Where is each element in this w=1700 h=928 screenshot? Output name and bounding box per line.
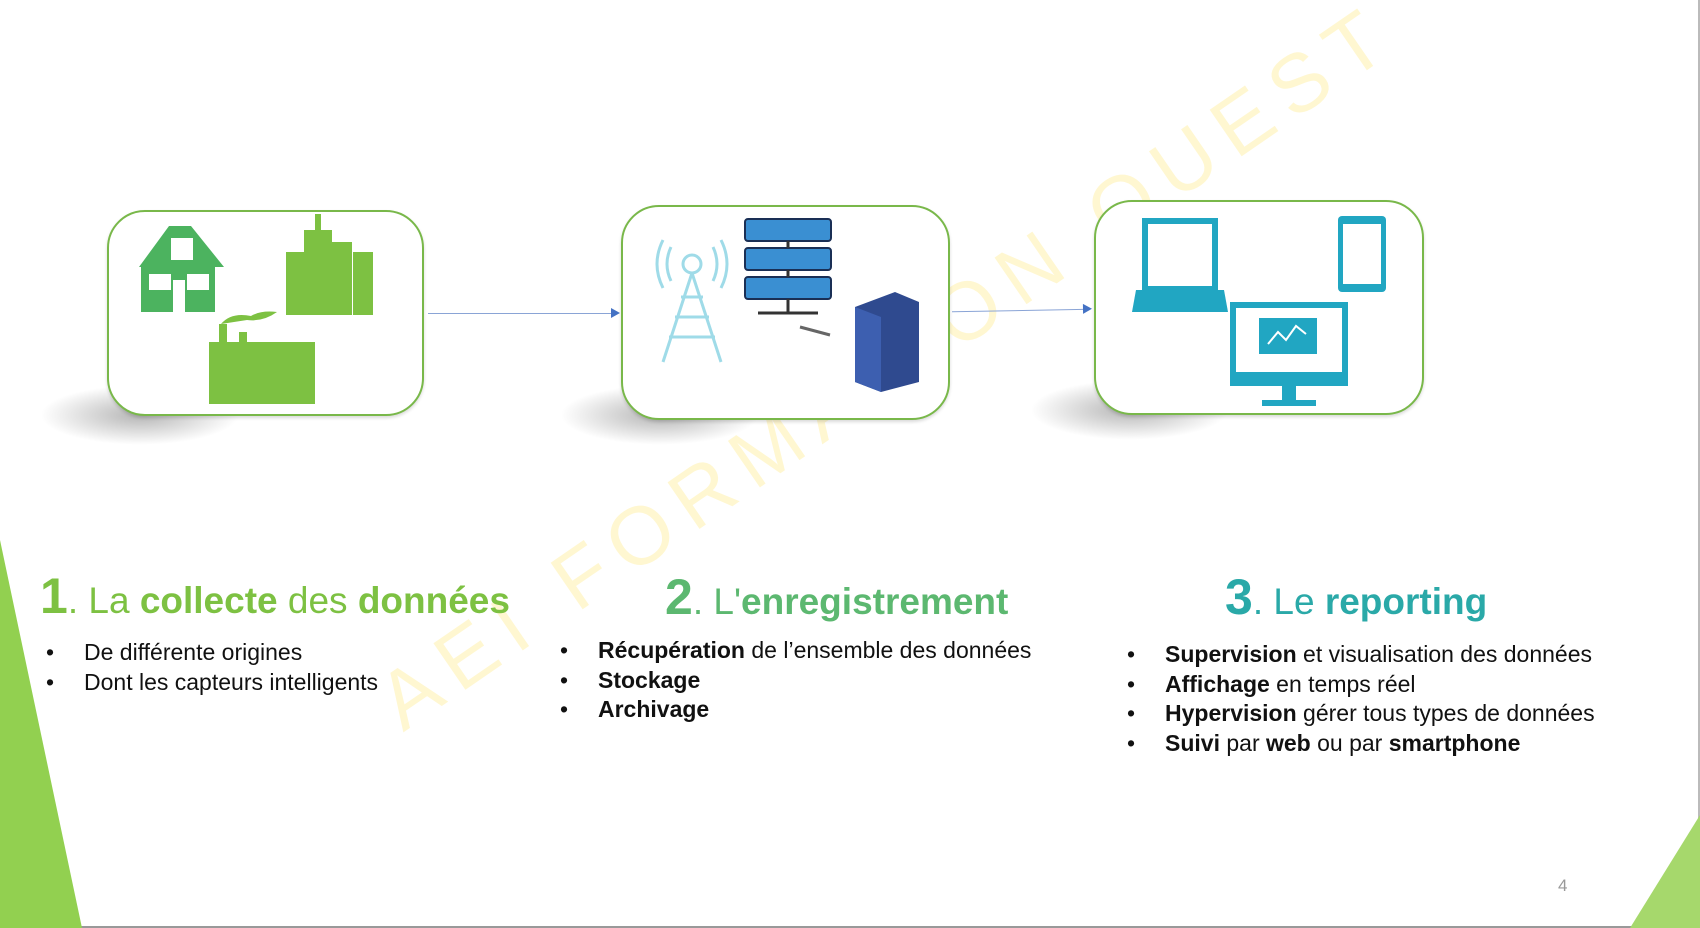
page-number: 4 bbox=[1558, 876, 1568, 895]
list-item: Dont les capteurs intelligents bbox=[46, 668, 378, 698]
decor-triangle-left bbox=[0, 540, 82, 928]
title-text: La bbox=[88, 580, 140, 621]
title-text: . bbox=[692, 581, 714, 622]
list-item: Suivi par web ou par smartphone bbox=[1127, 729, 1595, 759]
list-item: Supervision et visualisation des données bbox=[1127, 640, 1595, 670]
title-text: des bbox=[277, 580, 358, 621]
title-text: enregistrement bbox=[741, 581, 1009, 622]
title-text: L' bbox=[713, 581, 742, 622]
title-text: reporting bbox=[1324, 581, 1488, 622]
list-item: Affichage en temps réel bbox=[1127, 670, 1595, 700]
storage-box bbox=[621, 205, 950, 420]
step-2-title: 2. L'enregistrement bbox=[665, 568, 1008, 626]
list-item: Stockage bbox=[560, 666, 1031, 696]
title-text: . bbox=[67, 580, 89, 621]
step-3-bullets: Supervision et visualisation des données… bbox=[1127, 640, 1595, 758]
house-building-factory-icon bbox=[139, 214, 373, 404]
step-1-bullets: De différente origines Dont les capteurs… bbox=[46, 638, 378, 697]
reporting-devices-box bbox=[1094, 200, 1424, 415]
list-item: De différente origines bbox=[46, 638, 378, 668]
collect-sources-box bbox=[107, 210, 424, 416]
step-1-title: 1. La collecte des données bbox=[40, 567, 510, 625]
laptop-tablet-monitor-icon bbox=[1132, 216, 1386, 406]
title-text: Le bbox=[1273, 581, 1325, 622]
title-text: . bbox=[1252, 581, 1274, 622]
title-text: données bbox=[357, 580, 510, 621]
step-number: 1 bbox=[40, 568, 68, 624]
step-2-bullets: Récupération de l’ensemble des données S… bbox=[560, 636, 1031, 725]
antenna-servers-icon bbox=[655, 218, 919, 392]
step-number: 3 bbox=[1225, 569, 1253, 625]
list-item: Récupération de l’ensemble des données bbox=[560, 636, 1031, 666]
step-number: 2 bbox=[665, 569, 693, 625]
list-item: Archivage bbox=[560, 695, 1031, 725]
list-item: Hypervision gérer tous types de données bbox=[1127, 699, 1595, 729]
title-text: collecte bbox=[139, 580, 278, 621]
step-3-title: 3. Le reporting bbox=[1225, 568, 1487, 626]
flow-arrow bbox=[428, 308, 620, 318]
